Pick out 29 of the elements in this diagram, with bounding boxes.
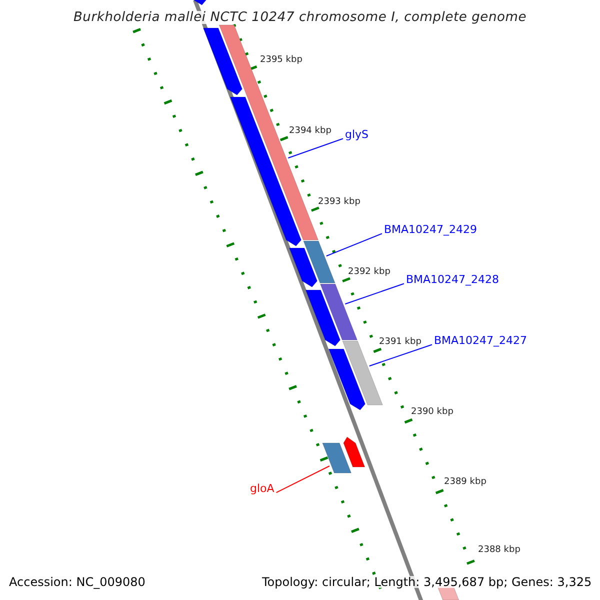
leader-line	[344, 283, 404, 304]
leader-line	[276, 466, 330, 494]
leader-line	[288, 138, 344, 158]
scale-label: 2393 kbp	[318, 198, 360, 207]
gene-label: glyS	[345, 129, 369, 140]
footer-text: Topology: circular; Length: 3,495,687 bp; Genes: 3,325	[262, 576, 592, 588]
scale-label: 2392 kbp	[348, 268, 390, 277]
leader-line	[326, 233, 382, 256]
gene-label: BMA10247_2428	[406, 274, 500, 285]
title: Burkholderia mallei NCTC 10247 chromosome I, complete genome	[73, 11, 527, 24]
scale-label: 2394 kbp	[289, 127, 332, 136]
scale-label: 2395 kbp	[260, 56, 302, 65]
gene-bar	[303, 240, 336, 284]
gene-label: BMA10247_2427	[434, 335, 528, 346]
scale-label: 2388 kbp	[478, 546, 520, 555]
gene-label: BMA10247_2429	[384, 224, 478, 235]
scale-label: 2389 kbp	[444, 478, 486, 487]
scale-label: 2390 kbp	[411, 408, 454, 417]
gene-bar	[328, 348, 366, 410]
gene-bar	[289, 248, 318, 288]
gene-bar	[305, 290, 340, 346]
gene-bar	[203, 28, 242, 96]
gene-label: gloA	[250, 483, 274, 494]
gene-bar	[343, 436, 366, 468]
gene-bar	[322, 442, 352, 474]
scale-label: 2391 kbp	[379, 338, 422, 347]
gene-bar	[320, 284, 358, 340]
footer-text: Accession: NC_009080	[9, 576, 146, 588]
leader-line	[368, 344, 432, 366]
